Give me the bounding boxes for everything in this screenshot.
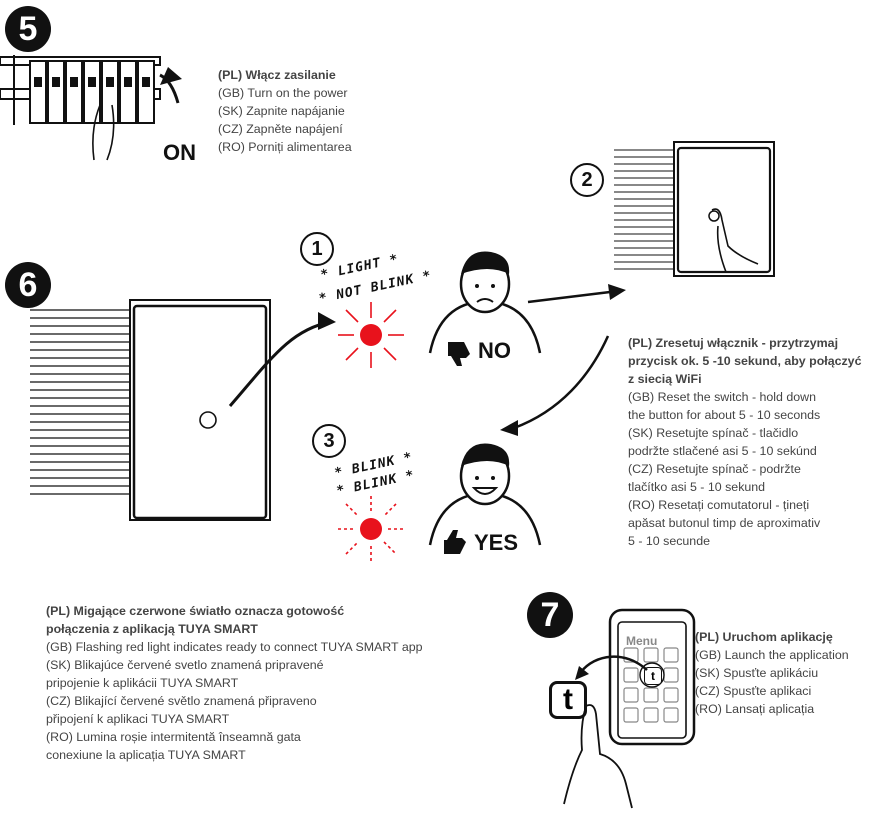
reset-switch-illustration xyxy=(614,141,775,277)
red-led-steady xyxy=(338,302,404,368)
reset-line: 5 - 10 secunde xyxy=(628,534,710,548)
reset-line: podržte stlačené asi 5 - 10 sekúnd xyxy=(628,444,817,458)
red-led-blinking xyxy=(338,496,404,562)
thumbs-down-icon xyxy=(448,342,470,366)
arrow-icon xyxy=(318,312,336,330)
phone-tuya-icon[interactable]: t xyxy=(644,667,662,685)
sad-face-person xyxy=(428,251,542,354)
step-5-line-gb: (GB) Turn on the power xyxy=(218,86,348,100)
tuya-app-icon[interactable]: t xyxy=(549,681,587,719)
wall-switch-illustration xyxy=(30,299,331,521)
blink-line: (CZ) Blikající červené světlo znamená př… xyxy=(46,694,317,708)
reset-line: (RO) Resetați comutatorul - țineți xyxy=(628,498,810,512)
blink-line: připojení k aplikaci TUYA SMART xyxy=(46,712,230,726)
step-7-instructions: (PL) Uruchom aplikację (GB) Launch the a… xyxy=(695,628,849,718)
step-5-badge: 5 xyxy=(5,6,51,52)
reset-line: apăsat butonul timp de aproximativ xyxy=(628,516,821,530)
state-2-number: 2 xyxy=(570,163,604,197)
reset-instructions: (PL) Zresetuj włącznik - przytrzymaj prz… xyxy=(628,334,861,550)
blink-line: pripojenie k aplikácii TUYA SMART xyxy=(46,676,239,690)
reset-line: (CZ) Resetujte spínač - podržte xyxy=(628,462,801,476)
hand-icon xyxy=(563,704,633,809)
blink-pl-line-1: (PL) Migające czerwone światło oznacza g… xyxy=(46,604,345,618)
arrow-to-yes xyxy=(500,335,610,436)
step-5-line-sk: (SK) Zapnite napájanie xyxy=(218,104,345,118)
step-7-badge: 7 xyxy=(527,592,573,638)
step-5-instructions: (PL) Włącz zasilanie (GB) Turn on the po… xyxy=(218,66,352,156)
state-3-number: 3 xyxy=(312,424,346,458)
arrow-to-reset xyxy=(527,284,626,304)
answer-no: NO xyxy=(478,338,511,363)
step-7-line-cz: (CZ) Spusťte aplikaci xyxy=(695,684,812,698)
step-5-line-ro: (RO) Porniți alimentarea xyxy=(218,140,352,154)
arrow-to-app xyxy=(575,655,648,680)
blink-pl-line-2: połączenia z aplikacją TUYA SMART xyxy=(46,622,258,636)
blink-line: (RO) Lumina roșie intermitentă înseamnă … xyxy=(46,730,301,744)
step-7-line-gb: (GB) Launch the application xyxy=(695,648,849,662)
reset-pl-line-3: z siecią WiFi xyxy=(628,372,702,386)
step-7-line-ro: (RO) Lansați aplicația xyxy=(695,702,815,716)
reset-pl-line-1: (PL) Zresetuj włącznik - przytrzymaj xyxy=(628,336,839,350)
state-1-number: 1 xyxy=(300,232,334,266)
step-7-line-sk: (SK) Spusťte aplikáciu xyxy=(695,666,819,680)
reset-line: (SK) Resetujte spínač - tlačidlo xyxy=(628,426,799,440)
step-5-line-pl: (PL) Włącz zasilanie xyxy=(218,68,336,82)
breaker-panel-illustration xyxy=(0,55,182,161)
answer-yes: YES xyxy=(474,530,519,555)
step-5-line-cz: (CZ) Zapněte napájení xyxy=(218,122,343,136)
reset-line: tlačítko asi 5 - 10 sekund xyxy=(628,480,766,494)
phone-menu-label: Menu xyxy=(626,634,658,648)
step-7-line-pl: (PL) Uruchom aplikację xyxy=(695,630,833,644)
reset-line: (GB) Reset the switch - hold down xyxy=(628,390,817,404)
reset-line: the button for about 5 - 10 seconds xyxy=(628,408,821,422)
thumbs-up-icon xyxy=(444,530,466,554)
blink-instructions: (PL) Migające czerwone światło oznacza g… xyxy=(46,602,423,764)
on-label: ON xyxy=(163,140,196,165)
reset-pl-line-2: przycisk ok. 5 -10 sekund, aby połączyć xyxy=(628,354,862,368)
blink-line: (SK) Blikajúce červené svetlo znamená pr… xyxy=(46,658,324,672)
blink-line: conexiune la aplicația TUYA SMART xyxy=(46,748,246,762)
blink-line: (GB) Flashing red light indicates ready … xyxy=(46,640,423,654)
step-6-badge: 6 xyxy=(5,262,51,308)
